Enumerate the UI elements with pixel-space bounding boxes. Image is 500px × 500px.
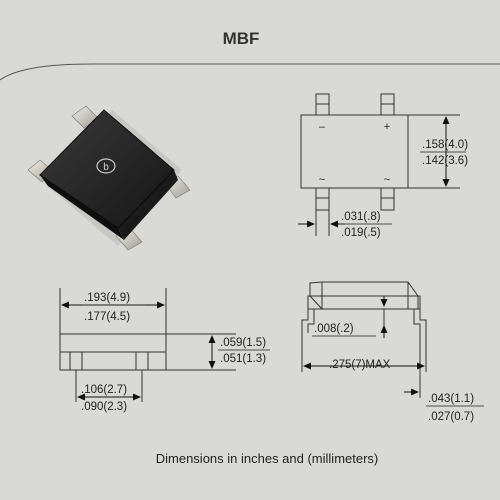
side-view-lead bbox=[135, 351, 149, 371]
pin-plus-label: + bbox=[384, 121, 390, 133]
package-title: MBF bbox=[223, 29, 260, 48]
package-photo: b bbox=[27, 105, 191, 251]
body-height-min-label: .051(1.3) bbox=[220, 353, 266, 365]
side-view bbox=[59, 288, 236, 402]
lead-pitch-max-label: .106(2.7) bbox=[81, 384, 127, 396]
lead-width-max-label: .031(.8) bbox=[341, 211, 381, 223]
units-caption: Dimensions in inches and (millimeters) bbox=[156, 451, 379, 466]
lead-thickness-label: .008(.2) bbox=[314, 323, 354, 335]
top-view-lead bbox=[315, 187, 330, 211]
body-height-max-label: .059(1.5) bbox=[220, 337, 266, 349]
lead-width-min-label: .019(.5) bbox=[341, 227, 381, 239]
top-view-lead bbox=[380, 187, 395, 211]
pin-ac-left-label: ~ bbox=[319, 174, 325, 186]
package-body-side bbox=[40, 175, 124, 240]
end-view bbox=[301, 281, 427, 398]
foot-max-label: .043(1.1) bbox=[428, 393, 474, 405]
height-min-label: .142(3.6) bbox=[422, 155, 468, 167]
side-view-lead bbox=[69, 351, 83, 371]
svg-text:b: b bbox=[103, 162, 109, 173]
pin-minus-label: – bbox=[319, 121, 326, 133]
manufacturer-logo: b bbox=[96, 158, 116, 174]
overall-width-label: .275(7)MAX bbox=[329, 359, 391, 371]
top-view-body bbox=[300, 114, 409, 189]
lead-pitch-min-label: .090(2.3) bbox=[81, 401, 127, 413]
top-view bbox=[300, 93, 460, 236]
body-width-min-label: .177(4.5) bbox=[84, 311, 130, 323]
pin-ac-right-label: ~ bbox=[384, 174, 390, 186]
height-max-label: .158(4.0) bbox=[422, 139, 468, 151]
body-width-max-label: .193(4.9) bbox=[84, 292, 130, 304]
package-body-top bbox=[39, 109, 175, 229]
header-divider bbox=[0, 63, 500, 81]
foot-min-label: .027(0.7) bbox=[428, 411, 474, 423]
